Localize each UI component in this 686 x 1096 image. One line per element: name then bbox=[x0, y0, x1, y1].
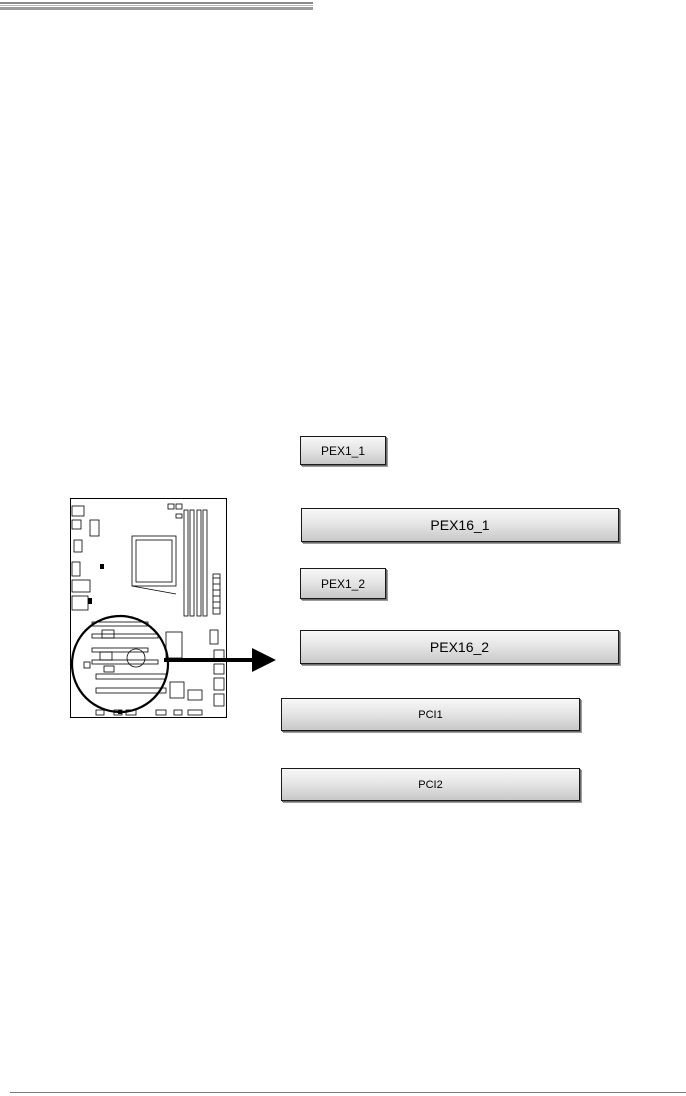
slot-label: PEX1_2 bbox=[321, 577, 365, 591]
motherboard-layout-icon bbox=[70, 498, 227, 718]
footer-rule bbox=[10, 1092, 686, 1093]
slot-pci2: PCI2 bbox=[281, 768, 580, 801]
slot-pex16-1: PEX16_1 bbox=[301, 508, 619, 542]
slot-pci1: PCI1 bbox=[281, 698, 580, 731]
slot-label: PEX16_2 bbox=[430, 639, 489, 655]
slot-label: PCI2 bbox=[418, 779, 442, 791]
slot-pex16-2: PEX16_2 bbox=[300, 630, 619, 664]
right-arrow-icon bbox=[164, 645, 276, 675]
slot-label: PEX1_1 bbox=[321, 444, 365, 458]
slot-label: PCI1 bbox=[418, 709, 442, 721]
slot-pex1-1: PEX1_1 bbox=[300, 436, 386, 465]
slot-pex1-2: PEX1_2 bbox=[300, 568, 386, 599]
header-rule-top bbox=[0, 2, 313, 4]
header-rule-middle bbox=[0, 5, 313, 6]
header-rule-bottom bbox=[0, 7, 313, 10]
slot-label: PEX16_1 bbox=[430, 517, 489, 533]
